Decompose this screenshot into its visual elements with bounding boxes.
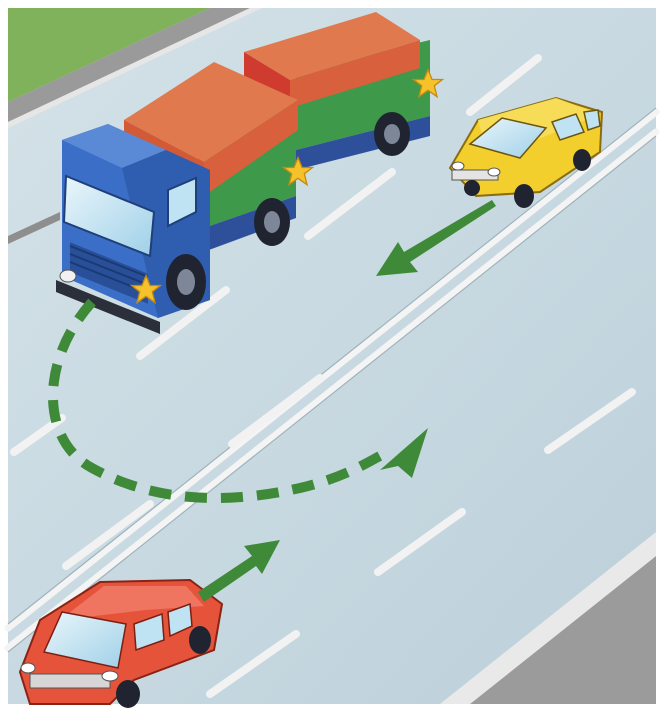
road-scene <box>0 0 662 710</box>
traffic-illustration <box>0 0 662 710</box>
